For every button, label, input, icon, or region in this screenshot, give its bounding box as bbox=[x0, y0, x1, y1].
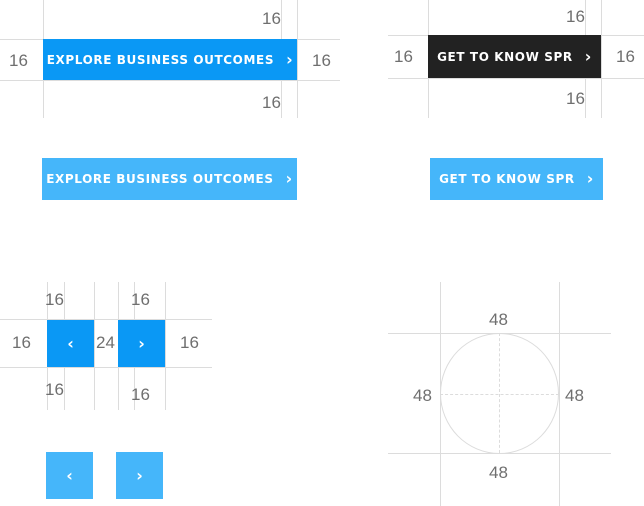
chevron-right-icon: › bbox=[285, 169, 293, 188]
previous-arrow-button[interactable]: ‹ bbox=[47, 320, 94, 367]
guide-line bbox=[0, 319, 212, 320]
chevron-right-icon: › bbox=[586, 169, 594, 188]
chevron-right-icon: › bbox=[136, 466, 143, 485]
measure-bottom: 16 bbox=[566, 89, 585, 108]
measure-right: 16 bbox=[180, 333, 199, 352]
get-to-know-spr-example-button[interactable]: GET TO KNOW SPR › bbox=[430, 158, 603, 200]
guide-line bbox=[601, 0, 602, 118]
measure-top: 16 bbox=[131, 290, 150, 309]
measure-bottom: 16 bbox=[262, 93, 281, 112]
button-label: GET TO KNOW SPR bbox=[437, 49, 573, 64]
next-arrow-button[interactable]: › bbox=[118, 320, 165, 367]
measure-top: 16 bbox=[566, 7, 585, 26]
button-label: GET TO KNOW SPR bbox=[439, 172, 575, 186]
guide-line bbox=[94, 282, 95, 410]
guide-line bbox=[165, 282, 166, 410]
measure-left: 16 bbox=[9, 51, 28, 70]
button-label: EXPLORE BUSINESS OUTCOMES bbox=[46, 52, 275, 67]
guide-line bbox=[0, 80, 340, 81]
measure-left: 16 bbox=[394, 47, 413, 66]
previous-arrow-example-button[interactable]: ‹ bbox=[46, 452, 93, 499]
chevron-right-icon: › bbox=[138, 334, 145, 353]
circle-outline bbox=[440, 333, 559, 454]
next-arrow-example-button[interactable]: › bbox=[116, 452, 163, 499]
get-to-know-spr-dark-button[interactable]: GET TO KNOW SPR › bbox=[428, 35, 601, 78]
measure-right: 48 bbox=[565, 386, 584, 405]
measure-bottom: 16 bbox=[45, 380, 64, 399]
measure-bottom: 16 bbox=[131, 385, 150, 404]
guide-line bbox=[388, 78, 644, 79]
measure-top: 16 bbox=[262, 9, 281, 28]
measure-gap: 24 bbox=[96, 333, 115, 352]
chevron-left-icon: ‹ bbox=[67, 334, 74, 353]
measure-bottom: 48 bbox=[489, 463, 508, 482]
explore-business-outcomes-button[interactable]: EXPLORE BUSINESS OUTCOMES › bbox=[43, 39, 297, 80]
measure-left: 48 bbox=[413, 386, 432, 405]
chevron-left-icon: ‹ bbox=[66, 466, 73, 485]
guide-line bbox=[0, 367, 212, 368]
measure-top: 48 bbox=[489, 310, 508, 329]
measure-right: 16 bbox=[616, 47, 635, 66]
explore-business-outcomes-example-button[interactable]: EXPLORE BUSINESS OUTCOMES › bbox=[42, 158, 297, 200]
measure-left: 16 bbox=[12, 333, 31, 352]
guide-line bbox=[559, 282, 560, 506]
measure-right: 16 bbox=[312, 51, 331, 70]
measure-top: 16 bbox=[45, 290, 64, 309]
chevron-right-icon: › bbox=[286, 49, 294, 69]
button-label: EXPLORE BUSINESS OUTCOMES bbox=[46, 172, 274, 186]
guide-line bbox=[297, 0, 298, 118]
chevron-right-icon: › bbox=[584, 46, 592, 66]
